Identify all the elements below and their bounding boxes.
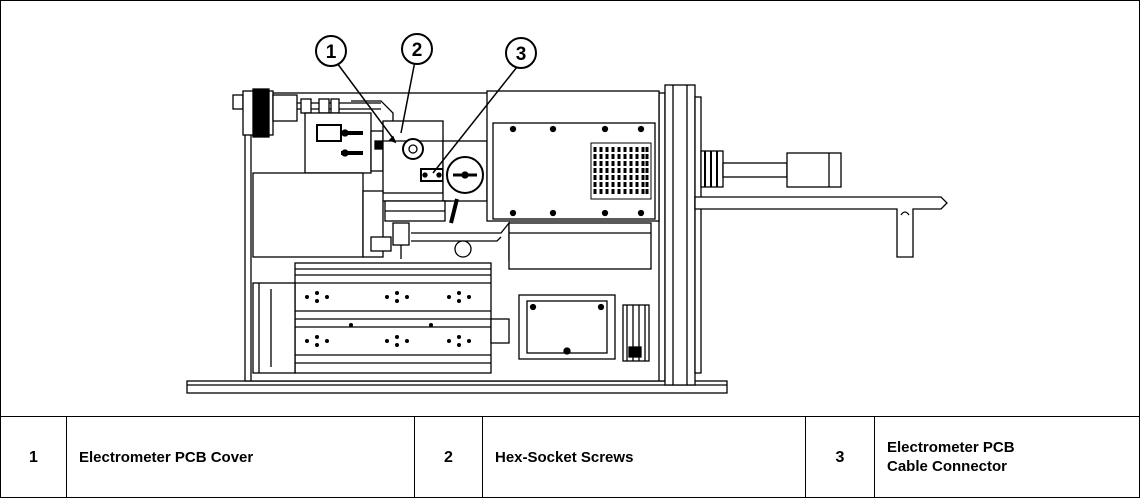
instrument-diagram: 1 2 3 xyxy=(1,1,1139,417)
legend-label-2: Hex-Socket Screws xyxy=(483,417,806,497)
top-left-fittings xyxy=(232,88,394,141)
legend-number-2: 2 xyxy=(415,417,483,497)
left-electronics-block xyxy=(252,172,451,259)
base-plate xyxy=(186,380,728,394)
middle-right-box xyxy=(508,222,652,270)
callout-leaders xyxy=(336,60,518,174)
control-module xyxy=(304,112,384,174)
legend-label-1: Electrometer PCB Cover xyxy=(67,417,415,497)
callout-3-number: 3 xyxy=(516,44,527,65)
callout-1-number: 1 xyxy=(326,42,337,63)
pump-box xyxy=(518,294,616,360)
legend-number-3: 3 xyxy=(806,417,875,497)
front-door xyxy=(664,84,702,386)
lower-right-connectors xyxy=(622,304,650,362)
electrometer-pcb-cover xyxy=(382,120,444,194)
legend-label-3: Electrometer PCB Cable Connector xyxy=(887,439,1015,475)
legend-number-1: 1 xyxy=(1,417,67,497)
callout-1: 1 xyxy=(315,35,347,67)
probe-assembly xyxy=(694,150,948,258)
slide-rails xyxy=(294,262,510,374)
callout-2-number: 2 xyxy=(412,40,423,61)
callout-3: 3 xyxy=(505,37,537,69)
legend-table: 1 Electrometer PCB Cover 2 Hex-Socket Sc… xyxy=(1,417,1139,497)
vented-enclosure xyxy=(486,90,660,222)
lower-left-panel xyxy=(252,282,296,374)
instrument-drawing: 1 2 3 xyxy=(186,33,948,394)
callout-2: 2 xyxy=(401,33,433,65)
